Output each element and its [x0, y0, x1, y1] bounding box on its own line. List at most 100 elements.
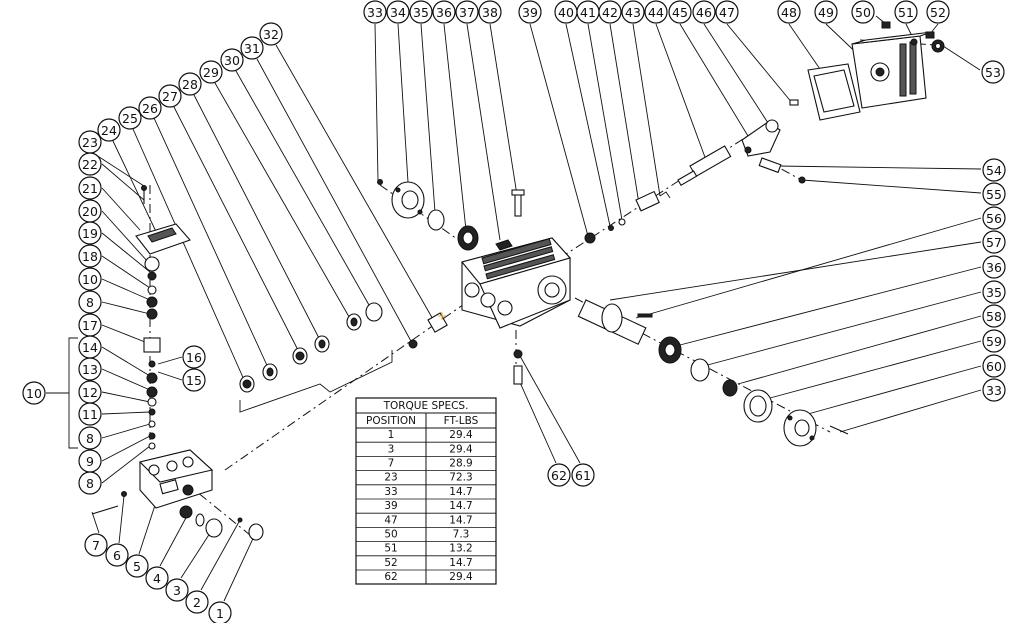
callout-number: 21	[82, 181, 98, 196]
callout-circle	[78, 152, 102, 176]
callout-number: 47	[719, 5, 735, 20]
callout-circle	[78, 471, 102, 495]
callout-number: 62	[551, 468, 567, 483]
callout-number: 5	[133, 559, 141, 574]
callout-number: 35	[986, 285, 1002, 300]
torque-row-value: 7.3	[453, 529, 470, 541]
torque-row-position: 50	[384, 529, 397, 541]
callout-number: 33	[367, 5, 383, 20]
callout-circle	[409, 0, 433, 24]
callout-number: 11	[82, 407, 98, 422]
parts-39-43	[584, 190, 671, 244]
callout-number: 52	[930, 5, 946, 20]
callout-30: 30	[220, 48, 244, 72]
packing-parts-25-32	[239, 302, 448, 393]
callout-number: 41	[580, 5, 596, 20]
callout-26: 26	[138, 96, 162, 120]
callout-35: 35	[409, 0, 433, 24]
callout-number: 8	[86, 476, 94, 491]
callout-circle	[78, 357, 102, 381]
callout-24: 24	[97, 118, 121, 142]
callout-40: 40	[554, 0, 578, 24]
callout-33: 33	[363, 0, 387, 24]
callout-number: 37	[459, 5, 475, 20]
callout-number: 7	[92, 538, 100, 553]
callout-61: 61	[571, 463, 595, 487]
callout-17: 17	[78, 313, 102, 337]
callout-number: 1	[216, 606, 224, 621]
crankshaft-56	[577, 299, 653, 345]
callout-13: 13	[78, 357, 102, 381]
callout-circle	[668, 0, 692, 24]
callout-42: 42	[598, 0, 622, 24]
callout-number: 26	[142, 101, 158, 116]
callout-circle	[78, 267, 102, 291]
callout-23: 23	[78, 130, 102, 154]
callout-circle	[165, 578, 189, 602]
callout-number: 2	[193, 595, 201, 610]
callout-53: 53	[981, 60, 1005, 84]
callout-number: 58	[986, 309, 1002, 324]
callout-27: 27	[158, 84, 182, 108]
callout-circle	[78, 402, 102, 426]
callout-number: 46	[696, 5, 712, 20]
callout-circle	[982, 230, 1006, 254]
callout-circle	[982, 354, 1006, 378]
callout-59: 59	[982, 329, 1006, 353]
torque-row-position: 1	[388, 429, 395, 441]
callout-47: 47	[715, 0, 739, 24]
callout-50: 50	[851, 0, 875, 24]
callout-number: 39	[522, 5, 538, 20]
callout-circle	[138, 96, 162, 120]
callout-number: 53	[985, 65, 1001, 80]
callout-circle	[240, 36, 264, 60]
callout-circle	[692, 0, 716, 24]
callout-45: 45	[668, 0, 692, 24]
torque-row-position: 7	[388, 458, 395, 470]
o-ring-35	[427, 209, 445, 231]
callout-circle	[199, 60, 223, 84]
rear-cover-49	[851, 31, 933, 109]
torque-row-value: 13.2	[449, 543, 472, 555]
callout-8: 8	[78, 426, 102, 450]
callout-33: 33	[982, 378, 1006, 402]
callout-number: 60	[986, 359, 1002, 374]
callout-32: 32	[259, 22, 283, 46]
callout-12: 12	[78, 380, 102, 404]
callout-number: 49	[818, 5, 834, 20]
callout-circle	[125, 554, 149, 578]
callout-number: 31	[244, 41, 260, 56]
callout-number: 14	[82, 340, 98, 355]
callout-number: 10	[82, 272, 98, 287]
callout-number: 48	[781, 5, 797, 20]
callout-41: 41	[576, 0, 600, 24]
callout-16: 16	[182, 345, 206, 369]
callout-46: 46	[692, 0, 716, 24]
parts-50-53	[881, 21, 945, 53]
callout-circle	[982, 378, 1006, 402]
callout-circle	[981, 60, 1005, 84]
shaft-44	[677, 145, 732, 186]
callout-circle	[208, 601, 232, 623]
callout-circle	[926, 0, 950, 24]
callout-circle	[97, 118, 121, 142]
torque-row-value: 72.3	[449, 472, 472, 484]
callout-circle	[185, 590, 209, 614]
callout-15: 15	[182, 368, 206, 392]
seal-58	[722, 379, 738, 397]
callout-18: 18	[78, 244, 102, 268]
callout-number: 15	[186, 373, 202, 388]
callout-number: 24	[101, 123, 117, 138]
callout-49: 49	[814, 0, 838, 24]
callout-58: 58	[982, 304, 1006, 328]
callout-62: 62	[547, 463, 571, 487]
callout-number: 12	[82, 385, 98, 400]
callout-34: 34	[386, 0, 410, 24]
callout-48: 48	[777, 0, 801, 24]
callout-39: 39	[518, 0, 542, 24]
callout-number: 27	[162, 89, 178, 104]
callout-10: 10	[78, 267, 102, 291]
callout-10: 10	[22, 381, 46, 405]
callout-circle	[78, 176, 102, 200]
manifold-fittings	[91, 491, 264, 541]
